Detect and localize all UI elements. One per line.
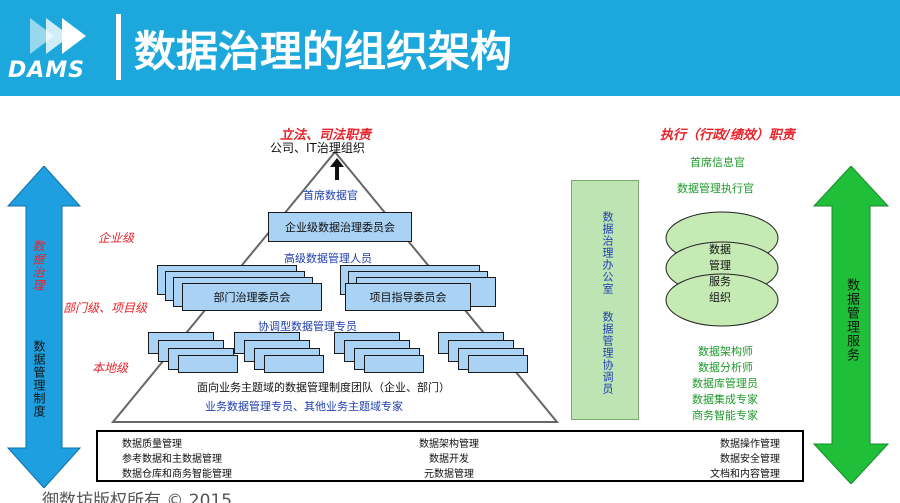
level-department-label: 部门级、项目级 bbox=[63, 301, 148, 315]
level-enterprise-label: 企业级 bbox=[98, 231, 135, 245]
data-exec-label: 数据管理执行官 bbox=[677, 182, 754, 195]
top-legislative-label: 立法、司法职责 bbox=[280, 128, 372, 143]
project-committee-box: 项目指导委员会 bbox=[345, 283, 471, 311]
local-stack-box bbox=[178, 355, 238, 373]
function-item: 元数据管理 bbox=[424, 469, 474, 480]
role-analyst: 数据分析师 bbox=[698, 361, 753, 374]
services-org-line1: 数据 bbox=[709, 243, 731, 256]
left-arrow-label-governance: 数据治理 bbox=[31, 240, 45, 292]
role-bi: 商务智能专家 bbox=[692, 409, 758, 422]
functions-panel: 数据质量管理 参考数据和主数据管理 数据仓库和商务智能管理 数据架构管理 数据开… bbox=[96, 430, 804, 482]
local-stack-box bbox=[364, 355, 424, 373]
services-org-line2: 管理 bbox=[709, 259, 731, 272]
left-double-arrow-icon bbox=[6, 166, 82, 488]
header-bar: DAMS 数据治理的组织架构 bbox=[0, 0, 900, 96]
top-governance-org-label: 公司、IT治理组织 bbox=[270, 141, 365, 155]
services-org-line4: 组织 bbox=[709, 291, 731, 304]
services-org-ovals bbox=[665, 211, 779, 327]
enterprise-committee-box: 企业级数据治理委员会 bbox=[268, 212, 412, 242]
copyright-text: 御数坊版权所有 © 2015 bbox=[42, 491, 233, 503]
governance-office-label: 数据治理办公室 bbox=[601, 211, 614, 295]
exec-duty-label: 执行（行政/绩效）职责 bbox=[660, 128, 795, 143]
dams-logo-icon bbox=[30, 18, 86, 54]
services-org-line3: 服务 bbox=[709, 275, 731, 288]
left-arrow-label-policy: 数据管理制度 bbox=[32, 340, 46, 418]
cio-label: 首席信息官 bbox=[690, 156, 745, 169]
level-local-label: 本地级 bbox=[92, 361, 129, 375]
local-stack-box bbox=[264, 355, 324, 373]
header-divider bbox=[116, 14, 121, 80]
local-stack-box bbox=[468, 355, 528, 373]
function-item: 数据架构管理 bbox=[419, 439, 479, 450]
function-item: 数据仓库和商务智能管理 bbox=[122, 469, 232, 480]
function-item: 数据操作管理 bbox=[720, 439, 780, 450]
senior-staff-label: 高级数据管理人员 bbox=[284, 252, 372, 265]
business-staff-label: 业务数据管理专员、其他业务主题域专家 bbox=[205, 400, 403, 413]
role-dba: 数据库管理员 bbox=[692, 377, 758, 390]
up-arrow-icon bbox=[330, 158, 344, 180]
function-item: 数据安全管理 bbox=[720, 454, 780, 465]
local-team-label: 面向业务主题域的数据管理制度团队（企业、部门） bbox=[197, 381, 450, 394]
logo-text: DAMS bbox=[8, 58, 86, 83]
right-double-arrow-icon bbox=[812, 166, 890, 484]
coordinator-label: 数据管理协调员 bbox=[601, 311, 614, 395]
governance-office-panel: 数据治理办公室 数据管理协调员 bbox=[571, 180, 639, 420]
dept-committee-box: 部门治理委员会 bbox=[182, 283, 322, 311]
function-item: 文档和内容管理 bbox=[710, 469, 780, 480]
role-integration: 数据集成专家 bbox=[692, 393, 758, 406]
chief-data-officer-label: 首席数据官 bbox=[303, 189, 358, 202]
function-item: 参考数据和主数据管理 bbox=[122, 454, 222, 465]
page-title: 数据治理的组织架构 bbox=[134, 27, 513, 76]
coordinators-label: 协调型数据管理专员 bbox=[258, 320, 357, 333]
right-arrow-label: 数据管理服务 bbox=[844, 278, 859, 362]
function-item: 数据质量管理 bbox=[122, 439, 182, 450]
role-architect: 数据架构师 bbox=[698, 345, 753, 358]
function-item: 数据开发 bbox=[429, 454, 469, 465]
